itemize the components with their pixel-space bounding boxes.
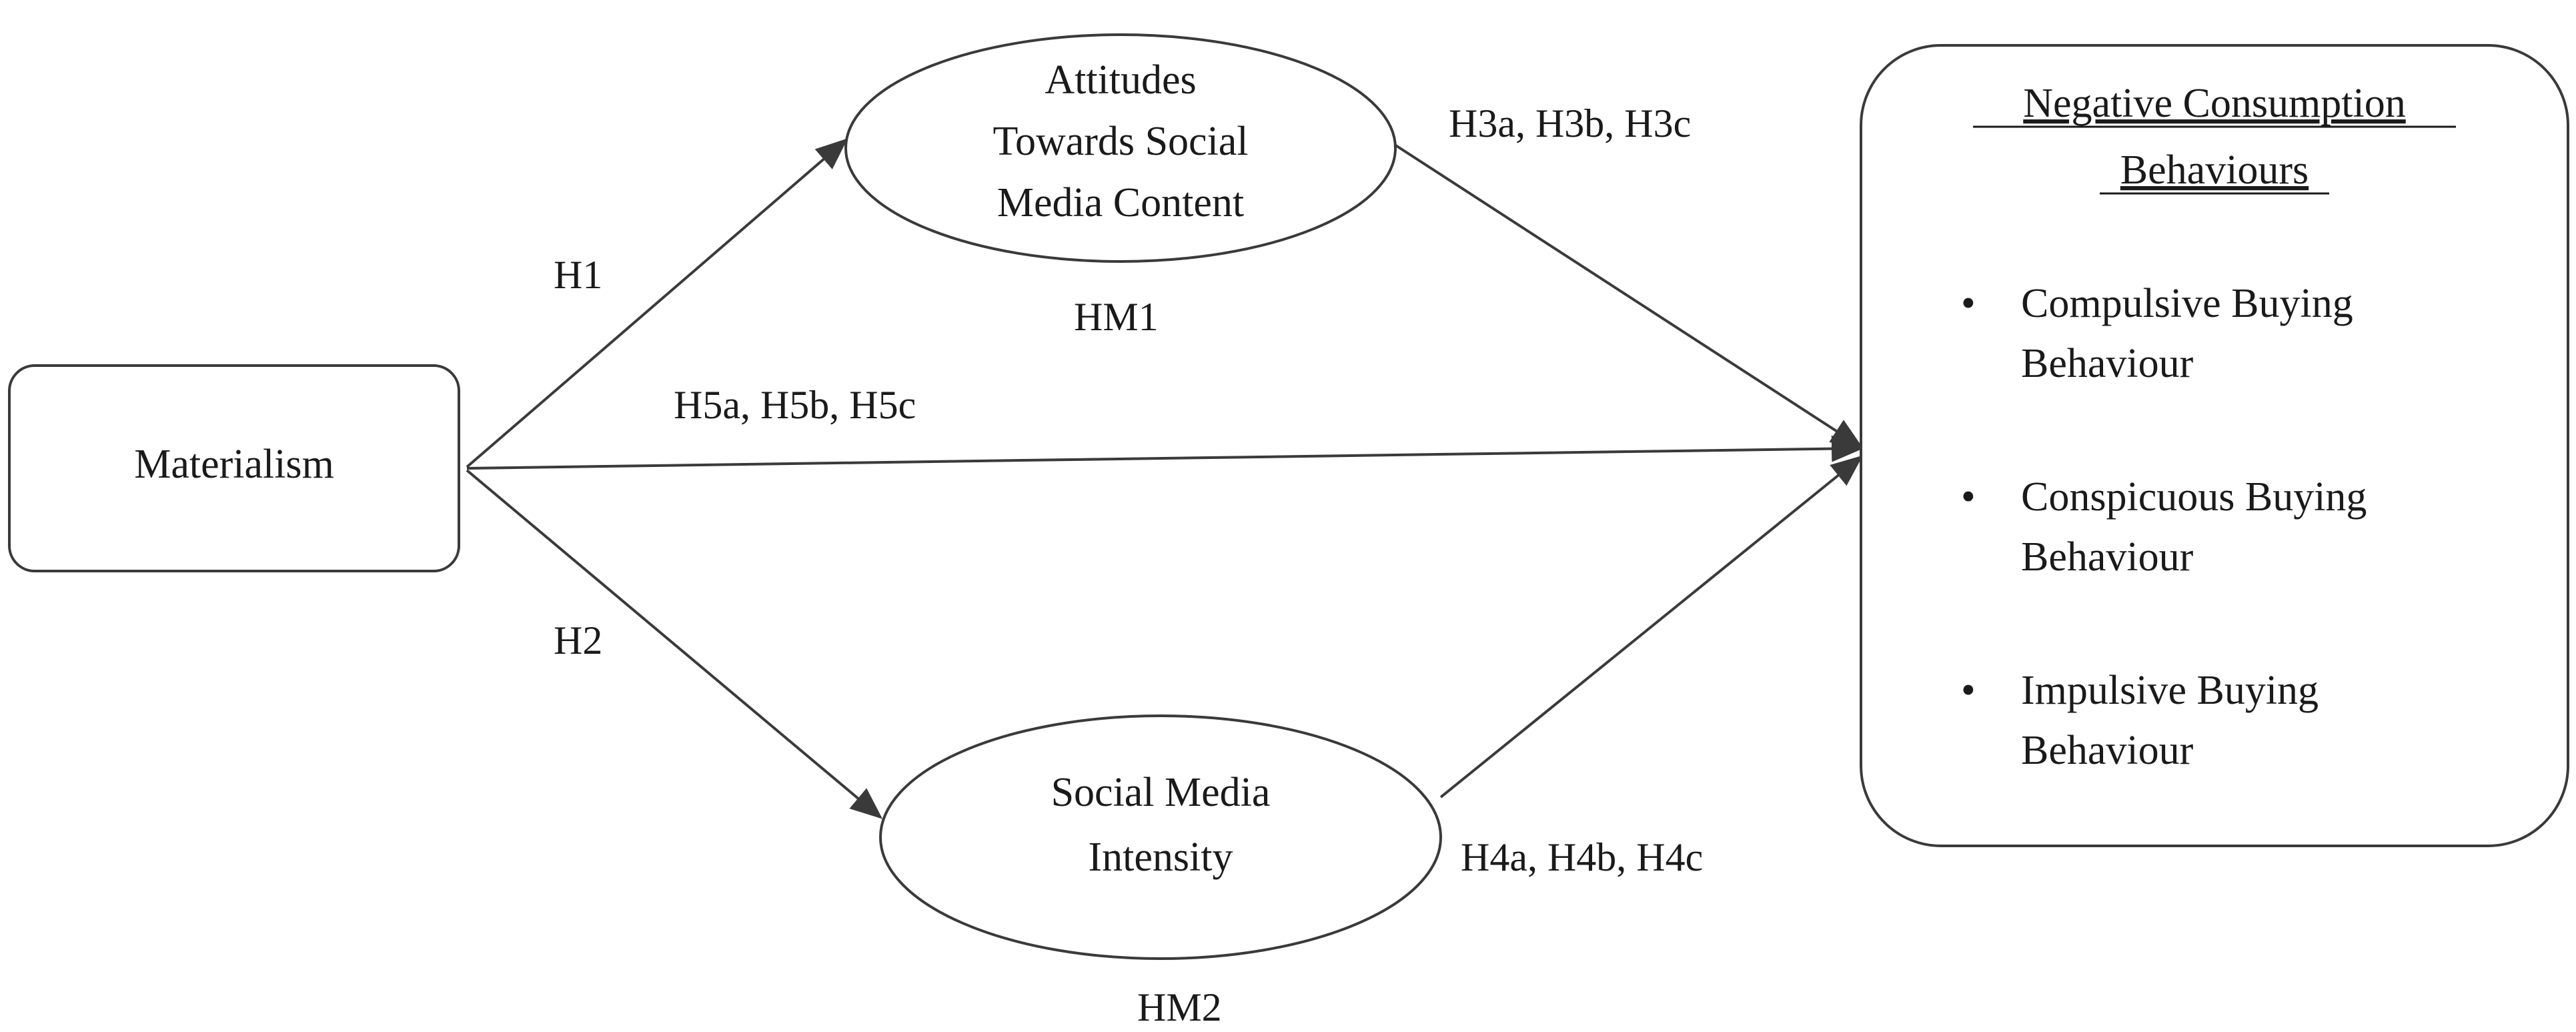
outcome-item-3-line-1: Impulsive Buying [2021,668,2319,713]
edge-attitudes-to-outcomes [1391,142,1864,449]
edge-label-h1: H1 [554,253,602,297]
edge-intensity-to-outcomes [1439,455,1864,799]
attitudes-label-line-3: Media Content [997,180,1244,225]
outcomes-title-line-1: Negative Consumption [2023,81,2405,126]
materialism-node [8,364,460,572]
materialism-label: Materialism [134,442,334,487]
outcome-item-1-line-1: Compulsive Buying [2021,281,2353,326]
attitudes-label-line-1: Attitudes [1045,57,1196,103]
outcomes-title-line-2: Behaviours [2120,147,2309,193]
outcome-item-1-line-2: Behaviour [2021,341,2194,386]
edge-label-h2: H2 [554,618,602,662]
bullet-marker-2: • [1961,474,1976,520]
intensity-label-line-1: Social Media [1051,770,1271,815]
bullet-marker-3: • [1961,668,1976,713]
edge-label-h3: H3a, H3b, H3c [1449,101,1691,145]
intensity-label-line-2: Intensity [1089,835,1233,880]
outcome-item-2-line-2: Behaviour [2021,534,2194,580]
attitudes-node [844,33,1397,263]
edge-label-hm2: HM2 [1137,985,1222,1029]
edge-materialism-to-attitudes [466,138,848,468]
bullet-marker-1: • [1961,281,1976,326]
attitudes-label-line-2: Towards Social [993,119,1248,164]
edge-label-h4: H4a, H4b, H4c [1461,835,1703,879]
outcome-item-2-line-1: Conspicuous Buying [2021,474,2367,520]
edge-materialism-to-outcomes [466,435,1864,470]
intensity-node [879,714,1442,960]
outcomes-node [1860,44,2569,847]
edge-label-h5: H5a, H5b, H5c [674,383,916,427]
edge-label-hm1: HM1 [1074,295,1159,339]
edge-materialism-to-intensity [466,469,883,819]
outcome-item-3-line-2: Behaviour [2021,728,2194,773]
